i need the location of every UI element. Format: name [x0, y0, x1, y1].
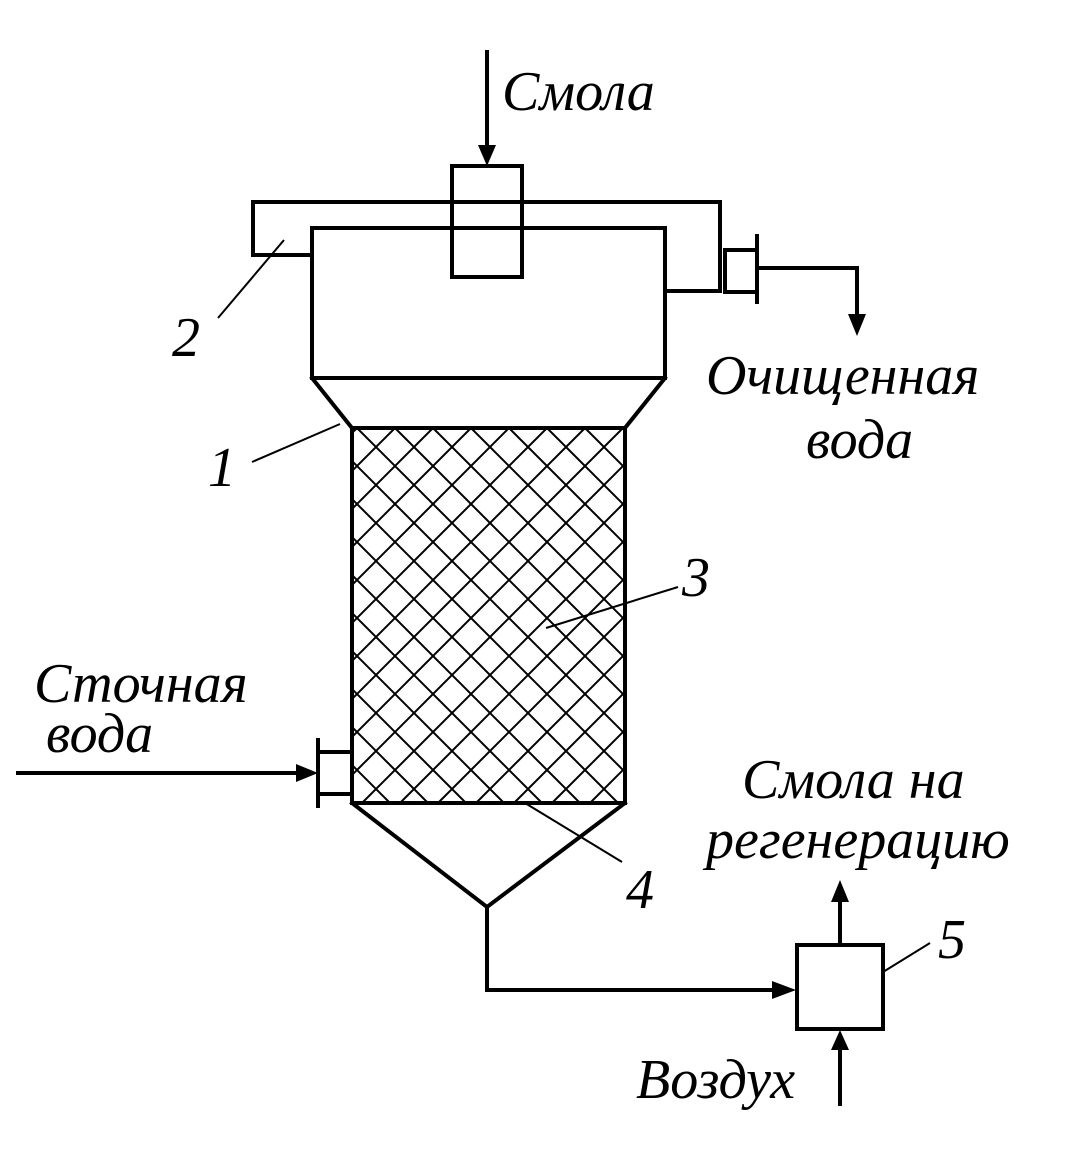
discharge-pipe	[485, 905, 796, 999]
air-label: Воздух	[636, 1049, 795, 1111]
hatch-line	[889, 428, 1075, 803]
hatch-line	[589, 766, 625, 803]
hatch-line	[352, 500, 625, 777]
resin-inlet-arrow	[478, 50, 496, 166]
hatch-line	[927, 428, 1075, 803]
clean-water-label-line1: Очищенная	[706, 345, 979, 407]
hatch-line	[551, 728, 625, 803]
callout-number-5: 5	[938, 909, 966, 971]
waste-water-label-line2: вода	[46, 703, 153, 765]
callout-number-3: 3	[681, 547, 710, 609]
hatch-line	[352, 428, 586, 663]
hatch-line	[352, 573, 581, 803]
waste-water-inlet	[16, 738, 354, 808]
hatch-line	[622, 428, 625, 432]
hatch-line	[352, 428, 624, 701]
hatch-line	[584, 428, 625, 470]
hatch-line	[661, 428, 1036, 803]
upper-cone	[309, 375, 668, 431]
hatch-line	[851, 428, 1075, 803]
overflow-trough	[251, 200, 722, 293]
air-inlet-arrow	[831, 1030, 849, 1106]
resin-inlet-label: Смола	[502, 61, 655, 123]
callout-line-1	[251, 423, 341, 463]
hatch-line	[737, 428, 1075, 803]
hatch-line	[352, 497, 625, 774]
airlift-box	[795, 943, 885, 1031]
callout-line-2	[217, 239, 285, 319]
hatch-line	[394, 428, 625, 660]
callout-number-4: 4	[626, 859, 654, 921]
resin-regeneration-label-line1: Смола на	[742, 749, 965, 811]
upper-chamber	[310, 226, 667, 380]
hatch-line	[352, 428, 434, 511]
hatch-line	[352, 459, 625, 736]
hatch-line	[470, 428, 625, 584]
clean-water-label-line2: вода	[806, 409, 913, 471]
lower-cone	[349, 800, 628, 910]
hatch-line	[699, 428, 1074, 803]
hatch-line	[352, 687, 467, 803]
callout-number-1: 1	[208, 437, 236, 499]
hatch-line	[361, 538, 625, 803]
hatch-line	[432, 428, 625, 622]
waste-water-label-line1: Сточная	[34, 653, 248, 715]
callout-number-2: 2	[172, 307, 200, 369]
resin-bed	[0, 426, 1075, 805]
hatch-line	[352, 535, 619, 803]
hatch-line	[0, 428, 15, 803]
hatch-line	[475, 652, 625, 803]
hatch-line	[352, 462, 625, 739]
hatch-line	[513, 690, 625, 803]
hatch-line	[352, 428, 472, 549]
hatch-line	[965, 428, 1075, 803]
hatch-line	[352, 611, 543, 803]
callout-line-3	[545, 586, 679, 629]
hatch-line	[508, 428, 625, 546]
resin-feeder-box	[450, 164, 524, 279]
hatch-line	[356, 428, 625, 698]
regeneration-arrow	[831, 880, 849, 947]
hatch-line	[437, 614, 625, 803]
hatch-line	[546, 428, 625, 508]
hatch-line	[775, 428, 1075, 803]
clean-water-outlet	[723, 234, 866, 336]
hatch-line	[352, 725, 429, 803]
hatch-line	[352, 649, 505, 803]
callout-line-4	[524, 802, 623, 863]
hatch-line	[813, 428, 1075, 803]
hatch-line	[352, 428, 548, 625]
hatch-line	[352, 428, 510, 587]
resin-regeneration-label-line2: регенерацию	[702, 809, 1010, 871]
callout-line-5	[882, 942, 931, 973]
